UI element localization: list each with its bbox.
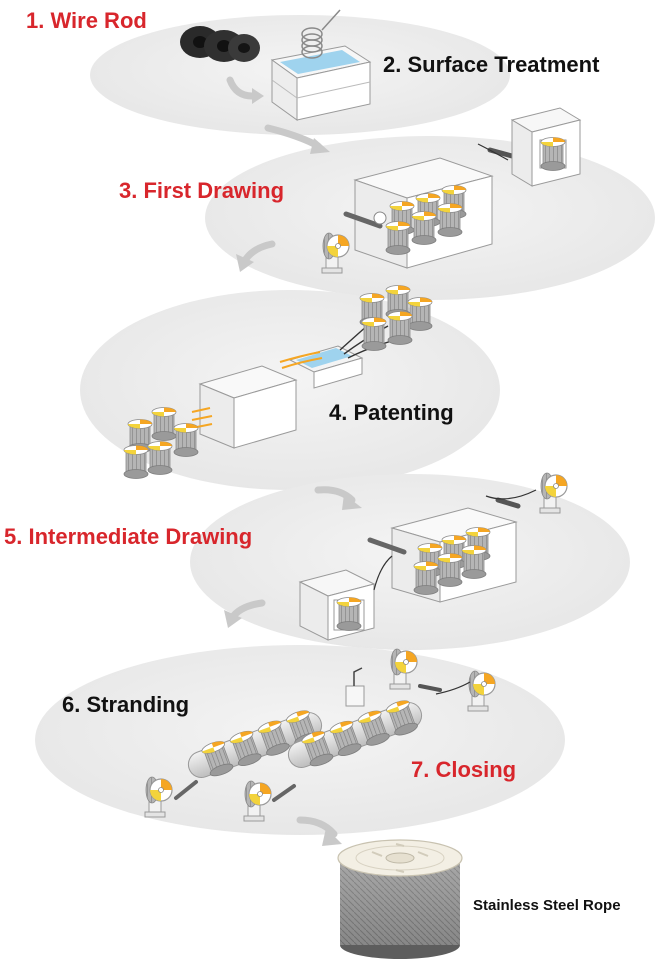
flow-arrow-4: [314, 486, 362, 510]
flow-arrow-6: [296, 816, 342, 846]
step-label-patenting: 4. Patenting: [329, 400, 454, 425]
product-label: Stainless Steel Rope: [473, 897, 621, 914]
patenting-furnace: [123, 285, 433, 479]
intermediate-drawing-machine: [298, 473, 567, 641]
surface-treatment-tank: [270, 9, 372, 121]
flow-arrow-1: [226, 76, 264, 104]
step-label-intermediate-drawing: 5. Intermediate Drawing: [4, 524, 253, 549]
step-label-closing: 7. Closing: [411, 757, 517, 782]
stranding-machine: [145, 707, 323, 817]
steel-rope-reel: [337, 839, 463, 959]
step-label-first-drawing: 3. First Drawing: [119, 178, 285, 203]
flow-arrow-2: [264, 124, 330, 154]
flow-arrow-5: [224, 599, 266, 628]
closing-machine: [244, 649, 495, 821]
flow-arrow-3: [236, 240, 276, 272]
wire-rod-coils: [180, 26, 260, 62]
step-label-stranding: 6. Stranding: [62, 692, 190, 717]
step-label-surface-treatment: 2. Surface Treatment: [383, 52, 600, 77]
step-label-wire-rod: 1. Wire Rod: [26, 8, 147, 33]
first-drawing-machine: [322, 107, 582, 273]
